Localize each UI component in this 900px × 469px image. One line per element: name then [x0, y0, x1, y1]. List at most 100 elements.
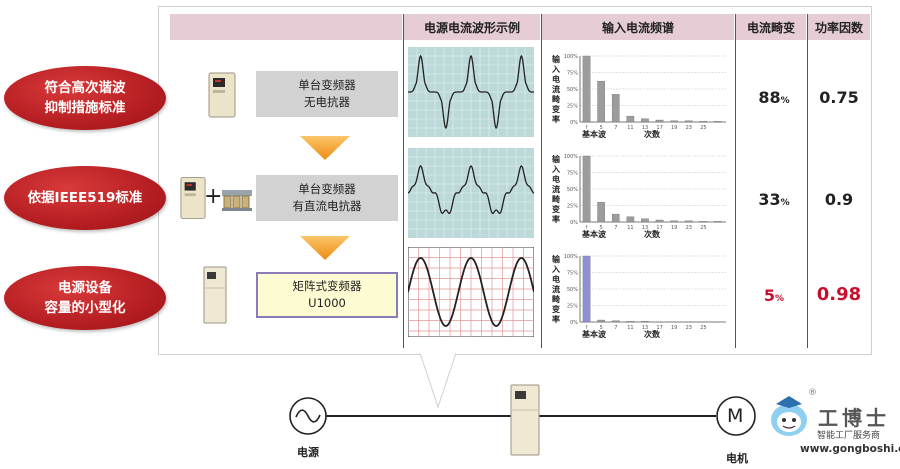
spectrum-x-label: 次数: [644, 329, 661, 339]
registered-mark: ®: [808, 388, 817, 398]
waveform-no-reactor: [408, 47, 534, 137]
spectrum-y-tick: 100%: [564, 54, 579, 60]
plus-sign: +: [204, 184, 223, 209]
spectrum-x-tick: 5: [600, 325, 603, 331]
spectrum-y-label: 变: [552, 104, 560, 114]
spectrum-x-tick: 25: [700, 325, 706, 331]
spectrum-y-tick: 0%: [570, 120, 578, 126]
oval-text: 抑制措施标准: [44, 100, 126, 116]
distortion-unit: %: [780, 198, 790, 208]
spectrum-x-tick: 17: [656, 225, 662, 231]
spectrum-x-tick: ↑: [584, 325, 588, 331]
spectrum-x-tick: 23: [686, 125, 692, 131]
spectrum-x-tick: 25: [700, 225, 706, 231]
spectrum-x-tick: 13: [642, 125, 648, 131]
distortion-unit: %: [775, 294, 785, 304]
power-factor-no-reactor: 0.75: [819, 88, 859, 107]
spectrum-x-tick: 11: [627, 225, 633, 231]
spectrum-x-tick: 11: [627, 125, 633, 131]
box-text: U1000: [308, 296, 346, 310]
header-waveform: 电源电流波形示例: [404, 14, 540, 40]
spectrum-bar: [597, 80, 605, 123]
callout-pointer: [419, 353, 457, 409]
spectrum-y-tick: 0%: [570, 320, 578, 326]
spectrum-bar: [655, 321, 664, 323]
spectrum-x-tick: ↑: [584, 125, 588, 131]
spectrum-y-label: 率: [552, 314, 560, 324]
box-inverter-no-reactor: 单台变频器 无电抗器: [256, 71, 398, 117]
box-text: 单台变频器: [298, 182, 356, 196]
spectrum-bar: [699, 221, 708, 223]
spectrum-x-tick: 7: [614, 125, 617, 131]
motor-label: 电机: [726, 452, 748, 465]
spectrum-y-label: 流: [552, 84, 560, 94]
distortion-number: 88: [758, 88, 781, 107]
spectrum-x-tick: 13: [642, 225, 648, 231]
spectrum-bar: [670, 220, 678, 223]
spectrum-y-tick: 75%: [567, 171, 578, 177]
spectrum-bar: [655, 219, 664, 223]
power-factor-matrix-converter: 0.98: [816, 284, 862, 305]
spectrum-y-label: 输: [552, 154, 561, 164]
box-text: 无电抗器: [304, 95, 350, 109]
spectrum-y-label: 流: [552, 184, 560, 194]
spectrum-bar: [597, 202, 605, 223]
waveform-matrix-converter: [408, 247, 534, 337]
spectrum-bar: [684, 120, 693, 123]
spectrum-y-tick: 25%: [567, 204, 578, 210]
oval-harmonic-standard: 符合高次谐波 抑制措施标准: [4, 66, 166, 130]
spectrum-y-label: 畸: [552, 94, 560, 104]
spectrum-x-tick: 17: [656, 125, 662, 131]
distortion-number: 33: [758, 190, 781, 209]
spectrum-bar: [626, 321, 635, 323]
spectrum-x-tick: 5: [600, 225, 603, 231]
spectrum-y-label: 畸: [552, 194, 560, 204]
spectrum-bar: [641, 321, 649, 323]
spectrum-x-label: 次数: [644, 229, 661, 239]
spectrum-x-tick: 7: [614, 225, 617, 231]
spectrum-bar: [670, 321, 678, 323]
spectrum-bar: [626, 115, 635, 123]
column-divider: [541, 14, 542, 348]
spectrum-y-label: 输: [552, 254, 561, 264]
spectrum-y-label: 变: [552, 204, 560, 214]
distortion-value-dc-reactor: 33%: [740, 190, 808, 209]
distortion-number: 5: [763, 286, 776, 305]
spectrum-x-tick: ↑: [584, 225, 588, 231]
spectrum-y-label: 电: [552, 274, 560, 284]
spectrum-y-tick: 100%: [564, 254, 579, 260]
spectrum-y-label: 率: [552, 114, 560, 124]
spectrum-bar: [714, 221, 722, 223]
spectrum-y-tick: 75%: [567, 71, 578, 77]
watermark-url: www.gongboshi.com: [800, 443, 900, 455]
spectrum-bar: [641, 218, 649, 223]
spectrum-y-tick: 50%: [567, 187, 578, 193]
spectrum-x-tick: 23: [686, 225, 692, 231]
oval-text: 电源设备: [58, 280, 112, 296]
motor-symbol: M: [727, 405, 744, 427]
spectrum-y-tick: 25%: [567, 104, 578, 110]
spectrum-x-tick: 23: [686, 325, 692, 331]
spectrum-y-label: 电: [552, 74, 560, 84]
box-text: 有直流电抗器: [292, 199, 362, 213]
matrix-converter-icon: [510, 384, 540, 456]
spectrum-y-label: 入: [551, 65, 560, 74]
header-left-blank: [170, 14, 402, 40]
spectrum-bar: [611, 94, 620, 123]
spectrum-x-label: 基本波: [581, 129, 607, 139]
oval-capacity: 电源设备 容量的小型化: [4, 266, 166, 330]
oval-ieee519: 依据IEEE519标准: [4, 166, 166, 230]
column-divider: [403, 14, 404, 348]
spectrum-bar: [670, 120, 678, 123]
header-power-factor: 功率因数: [808, 14, 870, 40]
spectrum-bar: [699, 321, 708, 323]
spectrum-bar: [641, 118, 649, 123]
spectrum-bar: [597, 319, 605, 323]
spectrum-y-label: 畸: [552, 294, 560, 304]
down-arrow-icon: [300, 236, 350, 260]
spectrum-x-tick: 25: [700, 125, 706, 131]
spectrum-y-tick: 100%: [564, 154, 579, 160]
header-spectrum: 输入电流频谱: [542, 14, 734, 40]
spectrum-bar: [699, 121, 708, 123]
